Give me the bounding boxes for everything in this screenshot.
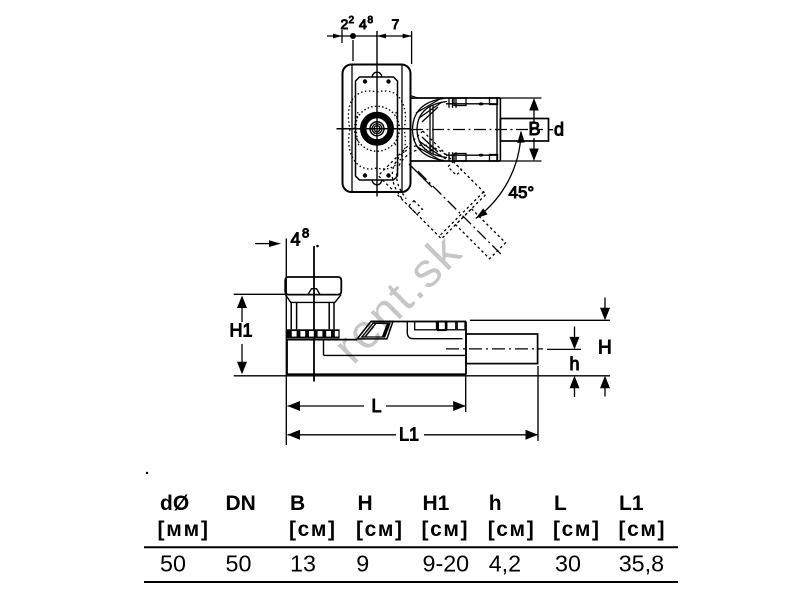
svg-text:L1: L1 (399, 425, 419, 445)
svg-text:DN: DN (226, 492, 256, 515)
svg-text:45°: 45° (509, 183, 535, 202)
svg-text:h: h (570, 354, 580, 374)
svg-text:8: 8 (368, 15, 374, 26)
svg-text:[см]: [см] (356, 518, 404, 541)
svg-text:50: 50 (226, 551, 252, 577)
svg-text:7: 7 (392, 16, 400, 32)
svg-text:35,8: 35,8 (619, 551, 664, 577)
svg-text:[см]: [см] (619, 518, 667, 541)
svg-text:[см]: [см] (422, 518, 470, 541)
svg-text:4,2: 4,2 (489, 551, 521, 577)
svg-text:H: H (358, 492, 373, 515)
svg-text:[см]: [см] (553, 518, 601, 541)
svg-text:9-20: 9-20 (423, 551, 470, 577)
svg-text:4: 4 (291, 230, 301, 250)
svg-text:2: 2 (349, 15, 355, 26)
svg-text:B: B (290, 492, 305, 515)
svg-text:13: 13 (290, 551, 316, 577)
svg-text:[мм]: [мм] (158, 518, 210, 541)
svg-text:50: 50 (160, 551, 186, 577)
svg-text:L1: L1 (619, 492, 644, 515)
svg-text:L: L (372, 396, 382, 416)
svg-text:2: 2 (341, 16, 349, 32)
svg-text:8: 8 (302, 226, 309, 241)
svg-text:[см]: [см] (488, 518, 536, 541)
svg-text:B: B (529, 119, 541, 139)
svg-text:H1: H1 (423, 492, 450, 515)
svg-text:H1: H1 (230, 321, 253, 341)
svg-text:L: L (554, 492, 567, 515)
svg-text:30: 30 (555, 551, 581, 577)
svg-text:9: 9 (356, 551, 369, 577)
svg-text:dØ: dØ (160, 492, 189, 515)
svg-text:d: d (554, 120, 564, 140)
svg-text:4: 4 (359, 16, 367, 32)
svg-text:H: H (598, 338, 612, 359)
svg-text:[см]: [см] (289, 518, 337, 541)
svg-text:h: h (489, 492, 502, 515)
